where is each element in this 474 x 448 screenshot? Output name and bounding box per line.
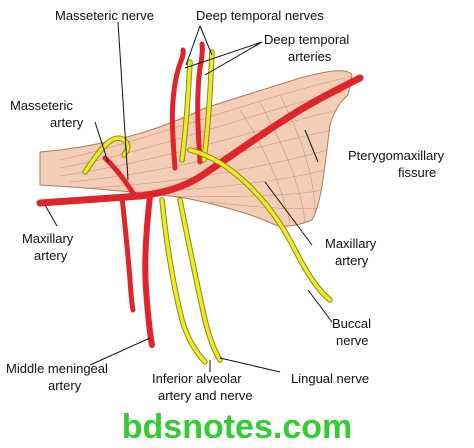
label-maxillary-artery-left-2: artery [34,248,68,263]
deep-temporal-nerve-2 [202,50,214,162]
leader-lines [44,21,333,373]
deep-temporal-artery-2 [195,41,205,165]
label-pterygomaxillary-fissure-1: Pterygomaxillary [348,148,445,163]
label-masseteric-nerve: Masseteric nerve [55,8,154,23]
label-deep-temporal-arteries-1: Deep temporal [264,32,349,47]
label-masseteric-artery-2: artery [50,115,84,130]
nerves [82,49,333,365]
watermark-text: bdsnotes.com [122,408,352,446]
label-buccal-nerve-2: nerve [336,333,369,348]
label-buccal-nerve-1: Buccal [332,316,371,331]
labels: Masseteric nerve Deep temporal nerves De… [6,8,445,403]
inferior-alveolar-nerve-vessel [160,198,207,364]
arteries [36,41,364,348]
masseteric-nerve [83,136,130,174]
label-maxillary-artery-left-1: Maxillary [22,231,74,246]
label-masseteric-artery-1: Masseteric [10,98,73,113]
label-deep-temporal-arteries-2: arteries [288,49,332,64]
label-lingual-nerve: Lingual nerve [291,371,369,386]
label-maxillary-artery-right-2: artery [335,253,369,268]
label-middle-meningeal-1: Middle meningeal [6,361,108,376]
buccal-nerve-vessel [188,148,332,302]
label-inferior-alveolar-2: artery and nerve [158,388,253,403]
inferior-alveolar-artery-vessel [119,194,136,313]
label-maxillary-artery-right-1: Maxillary [325,236,377,251]
maxillary-artery-trunk [36,74,364,207]
deep-temporal-artery-1 [169,47,186,171]
label-deep-temporal-nerves: Deep temporal nerves [196,8,324,23]
label-middle-meningeal-2: artery [48,378,82,393]
middle-meningeal-artery-vessel [142,193,155,348]
label-inferior-alveolar-1: Inferior alveolar [152,371,242,386]
lingual-nerve-vessel [178,198,222,362]
deep-temporal-nerve-1 [180,60,192,162]
label-pterygomaxillary-fissure-2: fissure [398,165,436,180]
